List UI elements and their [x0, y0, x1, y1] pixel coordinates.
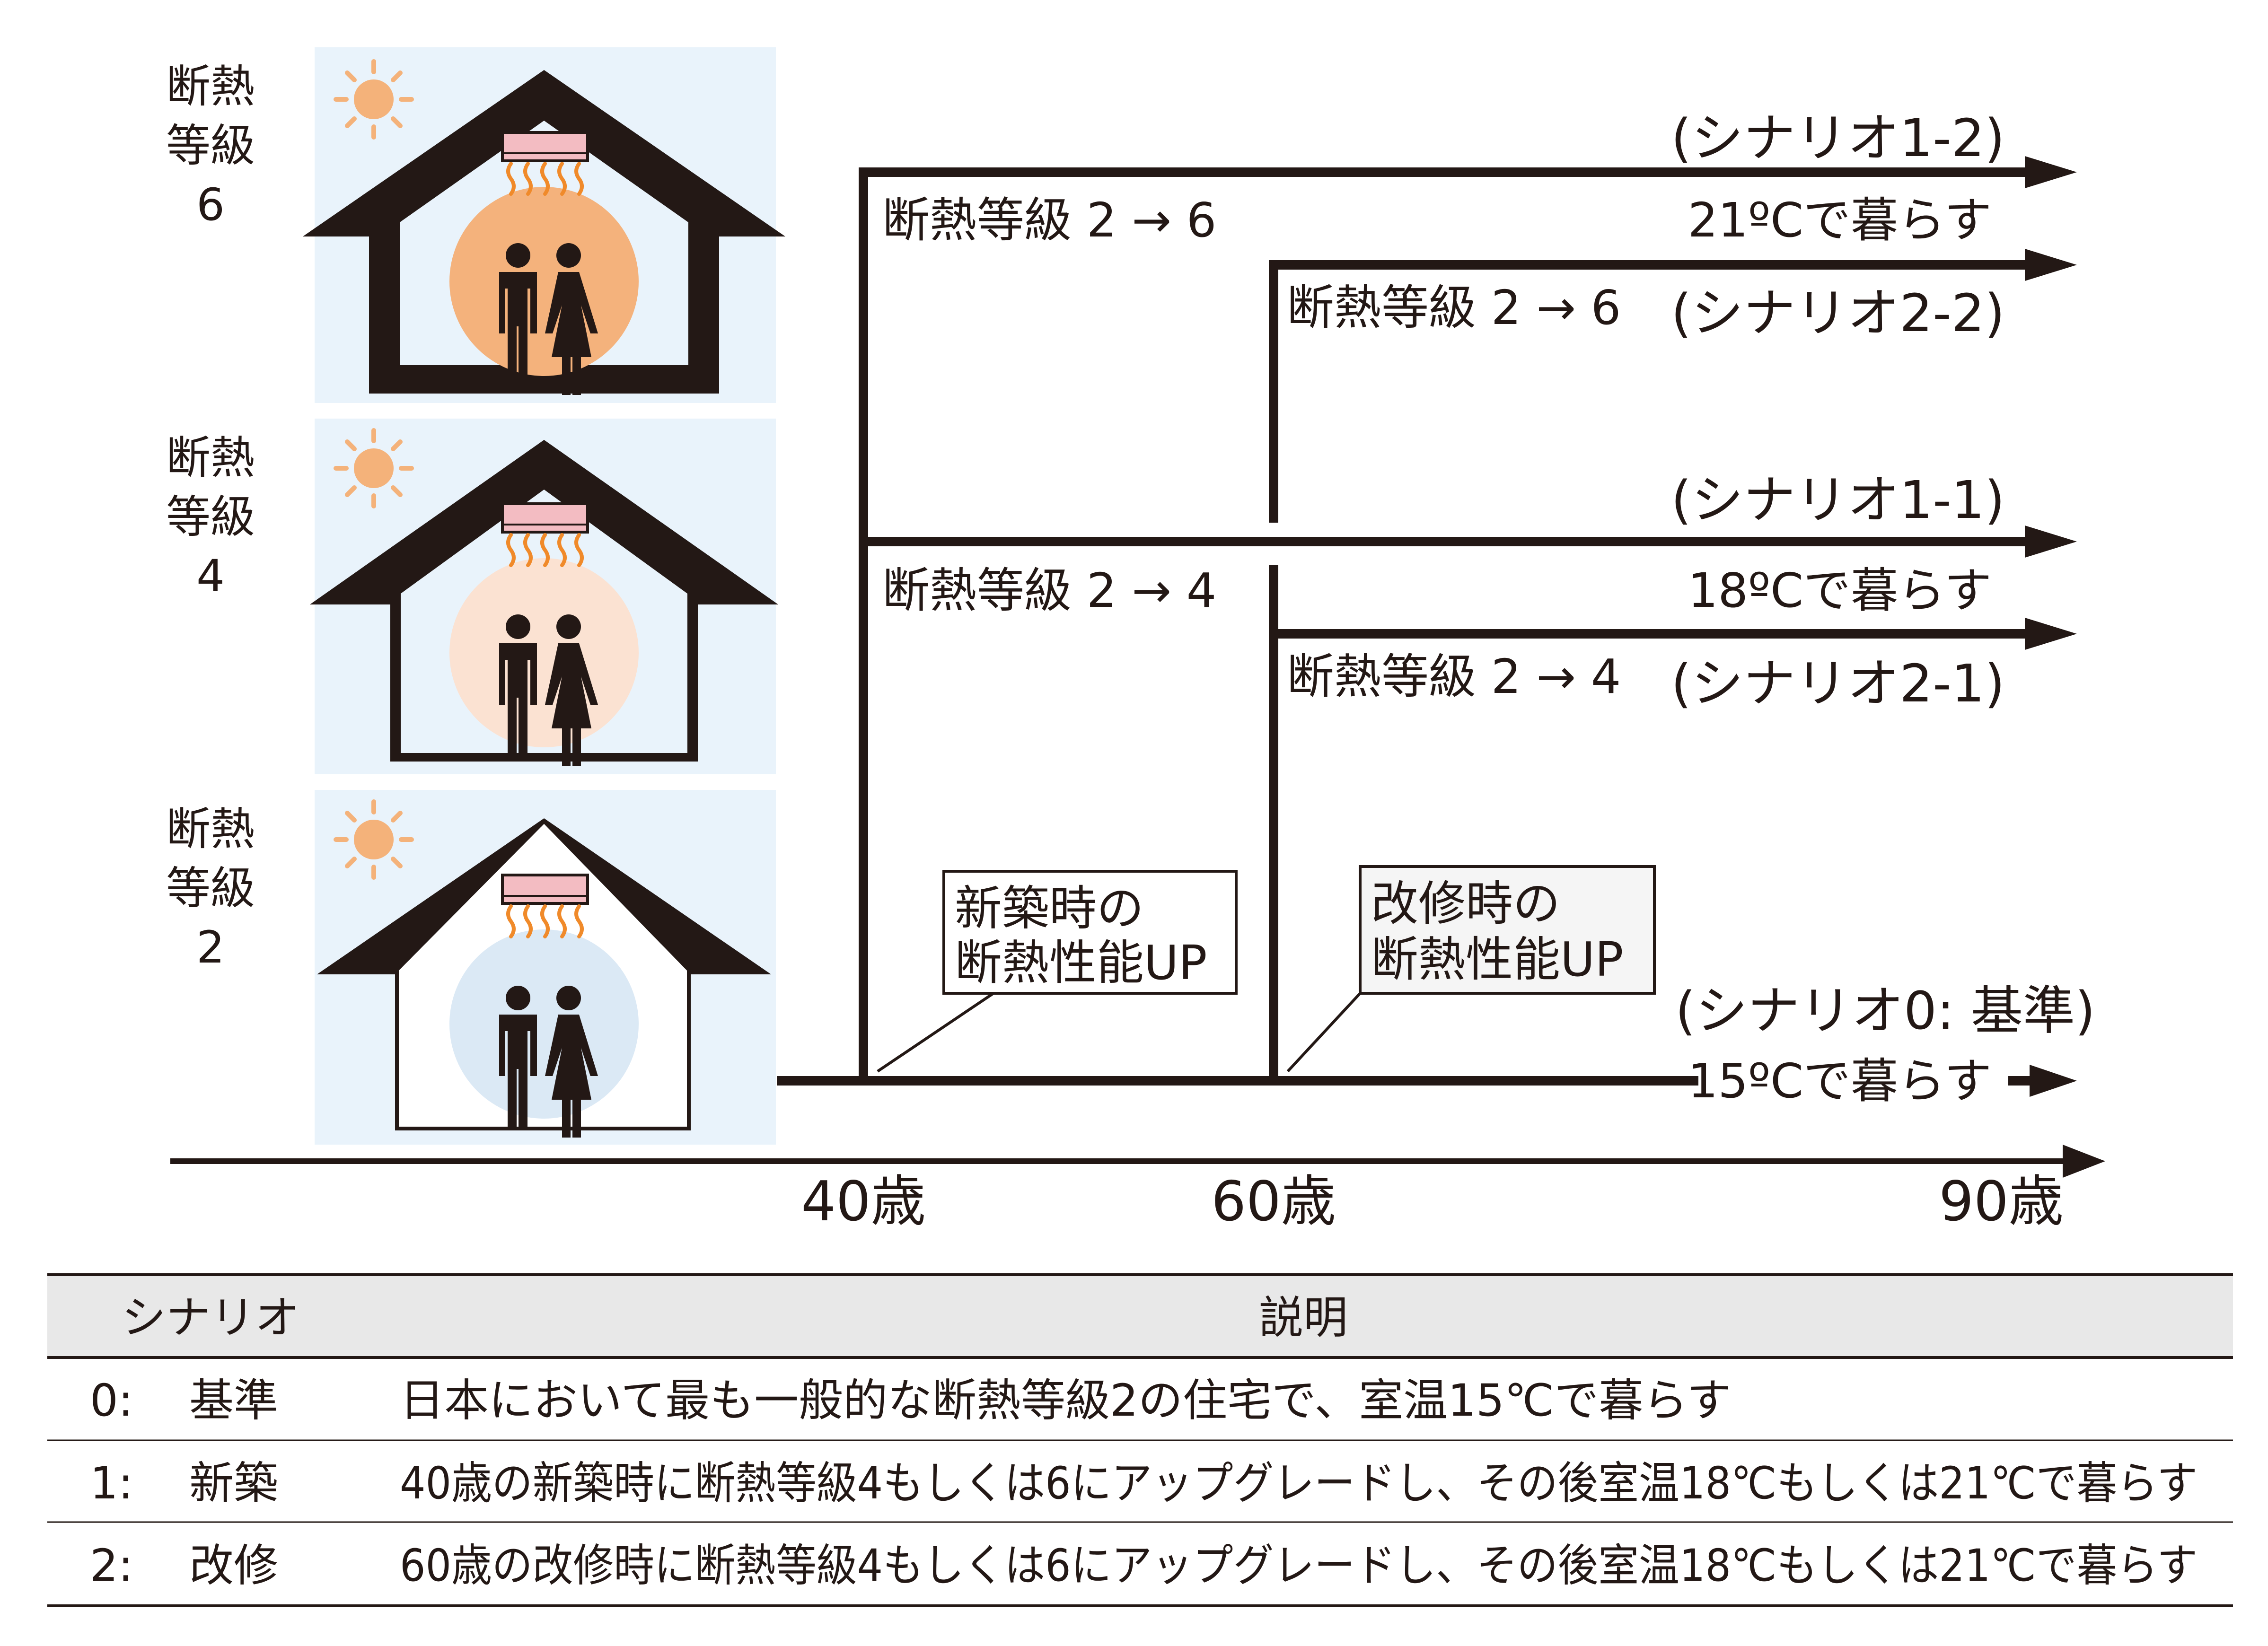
house-panel-grade4 — [310, 419, 778, 774]
house-caption-grade4: 断熱 等級 4 — [166, 432, 255, 602]
temperature-label: 15ºCで暮らす — [1688, 1053, 1992, 1109]
temperature-label: 21ºCで暮らす — [1688, 193, 1992, 248]
grade-change-label: 断熱等級 2 → 4 — [1287, 649, 1621, 704]
svg-text:等級: 等級 — [166, 863, 255, 914]
svg-text:断熱性能UP: 断熱性能UP — [1371, 932, 1624, 987]
house-panel-grade6 — [303, 47, 785, 403]
air-conditioner-icon — [502, 504, 588, 532]
scenario-1-2-label: (シナリオ1-2) — [1671, 108, 2005, 168]
table-cell-name: 改修 — [189, 1540, 278, 1592]
age-axis: 40歳 60歳 90歳 — [170, 1145, 2105, 1234]
branch-labels: (シナリオ1-2) 断熱等級 2 → 6 21ºCで暮らす 断熱等級 2 → 6… — [882, 108, 2095, 1109]
sun-icon — [336, 430, 412, 506]
grade-change-label: 断熱等級 2 → 6 — [1287, 280, 1621, 335]
sun-icon — [336, 802, 412, 877]
grade-change-label: 断熱等級 2 → 4 — [882, 563, 1216, 618]
house-outline-icon — [317, 818, 771, 1130]
svg-text:等級: 等級 — [166, 120, 255, 172]
table-cell-name: 新築 — [189, 1458, 278, 1509]
svg-text:等級: 等級 — [166, 491, 255, 543]
scenario-1-1-label: (シナリオ1-1) — [1671, 470, 2005, 530]
air-conditioner-icon — [502, 132, 588, 161]
callout-renovation: 改修時の 断熱性能UP — [1286, 865, 1656, 1073]
scenario-2-1-label: (シナリオ2-1) — [1671, 653, 2005, 714]
temperature-label: 18ºCで暮らす — [1688, 563, 1992, 618]
warmth-glow — [449, 187, 639, 376]
warmth-glow — [449, 929, 639, 1119]
table-cell-num: 0: — [90, 1375, 133, 1427]
grade-change-label: 断熱等級 2 → 6 — [882, 193, 1216, 248]
air-conditioner-icon — [502, 875, 588, 903]
arrow-right-icon — [2025, 156, 2077, 650]
scenario0-arrow — [2008, 1065, 2077, 1097]
warmth-glow — [449, 558, 639, 747]
svg-text:断熱: 断熱 — [166, 432, 255, 484]
svg-text:2: 2 — [196, 922, 225, 973]
table-header-description: 説明 — [1259, 1292, 1348, 1344]
table-cell-desc: 日本において最も一般的な断熱等級2の住宅で、室温15℃で暮らす — [400, 1375, 1732, 1427]
age-label-40: 40歳 — [801, 1170, 926, 1234]
callout-new-build: 新築時の 断熱性能UP — [877, 870, 1238, 1073]
table-header-scenario: シナリオ — [122, 1292, 299, 1344]
table-cell-desc: 40歳の新築時に断熱等級4もしくは6にアップグレードし、その後室温18℃もしくは… — [400, 1458, 2198, 1509]
sun-icon — [336, 61, 412, 137]
svg-text:6: 6 — [196, 179, 225, 231]
scenario-0-label: (シナリオ0: 基準) — [1675, 981, 2095, 1041]
house-caption-grade2: 断熱 等級 2 — [166, 804, 255, 973]
table-cell-num: 2: — [90, 1540, 133, 1592]
svg-text:断熱: 断熱 — [166, 804, 255, 855]
svg-text:改修時の: 改修時の — [1371, 876, 1560, 931]
house-caption-grade6: 断熱 等級 6 — [166, 61, 255, 231]
timeline-lines — [777, 167, 2030, 1086]
age-label-60: 60歳 — [1211, 1170, 1336, 1234]
table-cell-desc: 60歳の改修時に断熱等級4もしくは6にアップグレードし、その後室温18℃もしくは… — [400, 1540, 2198, 1592]
svg-text:4: 4 — [196, 551, 225, 602]
house-outline-icon — [303, 70, 785, 394]
age-label-90: 90歳 — [1939, 1170, 2064, 1234]
table-cell-num: 1: — [90, 1458, 133, 1509]
svg-text:新築時の: 新築時の — [955, 881, 1144, 936]
scenario-2-2-label: (シナリオ2-2) — [1671, 283, 2005, 343]
house-panel-grade2 — [315, 790, 776, 1145]
svg-text:断熱性能UP: 断熱性能UP — [955, 935, 1207, 990]
scenario-table: シナリオ 説明 0: 基準 日本において最も一般的な断熱等級2の住宅で、室温15… — [47, 1273, 2233, 1607]
svg-text:断熱: 断熱 — [166, 61, 255, 113]
table-cell-name: 基準 — [189, 1375, 278, 1427]
